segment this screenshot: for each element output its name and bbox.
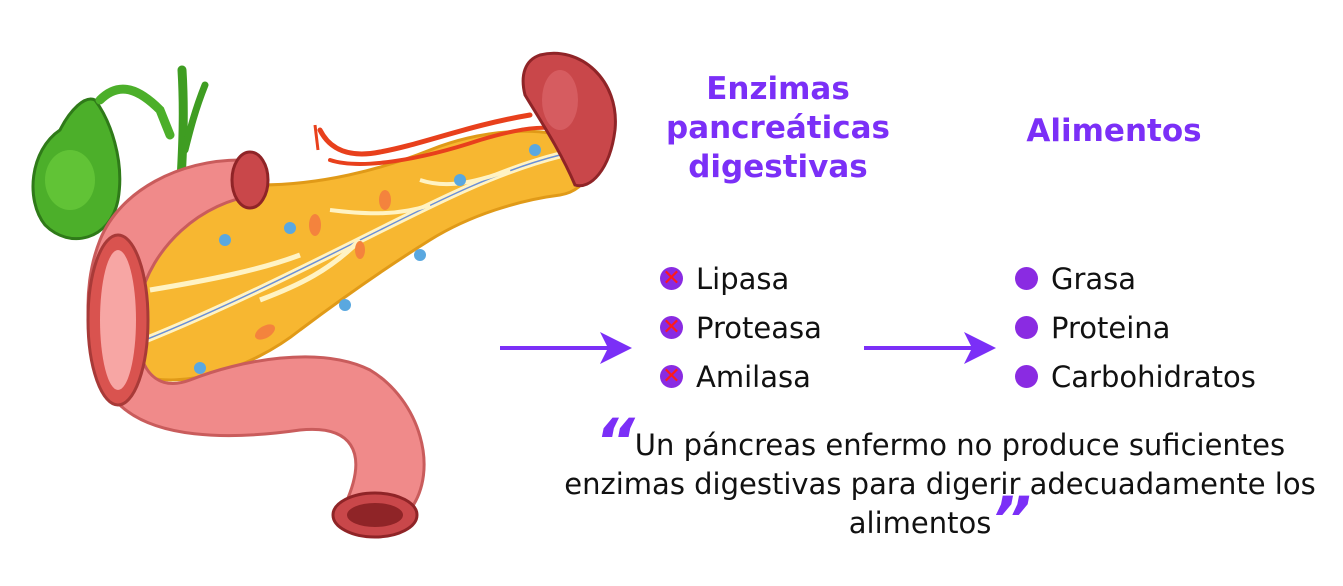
food-label: Carbohidratos bbox=[1051, 359, 1256, 394]
enzyme-label: Amilasa bbox=[696, 359, 811, 394]
cross-icon: ✕ bbox=[662, 266, 681, 291]
bullet-icon: ✕ bbox=[660, 316, 683, 339]
gallbladder bbox=[31, 84, 175, 241]
cross-icon: ✕ bbox=[662, 364, 681, 389]
enzyme-list: ✕ Lipasa ✕ Proteasa ✕ Amilasa bbox=[660, 254, 822, 401]
quote-block: “Un páncreas enfermo no produce suficien… bbox=[560, 411, 1320, 551]
open-quote-mark: “ bbox=[594, 405, 635, 478]
close-quote-mark: ” bbox=[991, 483, 1032, 556]
bullet-icon bbox=[1015, 267, 1038, 290]
bullet-icon bbox=[1015, 365, 1038, 388]
food-label: Grasa bbox=[1051, 261, 1137, 296]
bullet-icon bbox=[1015, 316, 1038, 339]
list-item: ✕ Amilasa bbox=[660, 352, 822, 401]
enzyme-label: Proteasa bbox=[696, 310, 822, 345]
arrow-right-icon bbox=[500, 332, 632, 364]
arrow-right-icon bbox=[864, 332, 996, 364]
list-item: ✕ Proteasa bbox=[660, 303, 822, 352]
enzyme-label: Lipasa bbox=[696, 261, 790, 296]
list-item: Proteina bbox=[1015, 303, 1256, 352]
list-item: ✕ Lipasa bbox=[660, 254, 822, 303]
foods-heading: Alimentos bbox=[1026, 113, 1202, 149]
blood-vessels bbox=[313, 112, 562, 166]
food-label: Proteina bbox=[1051, 310, 1171, 345]
spleen bbox=[521, 51, 617, 188]
pancreas-illustration bbox=[31, 51, 617, 539]
cross-icon: ✕ bbox=[662, 315, 681, 340]
bullet-icon: ✕ bbox=[660, 365, 683, 388]
quote-text: Un páncreas enfermo no produce suficient… bbox=[564, 428, 1316, 540]
food-list: Grasa Proteina Carbohidratos bbox=[1015, 254, 1256, 401]
list-item: Carbohidratos bbox=[1015, 352, 1256, 401]
bullet-icon: ✕ bbox=[660, 267, 683, 290]
enzymes-heading: Enzimas pancreáticas digestivas bbox=[666, 71, 890, 185]
duodenum bbox=[86, 150, 426, 539]
list-item: Grasa bbox=[1015, 254, 1256, 303]
